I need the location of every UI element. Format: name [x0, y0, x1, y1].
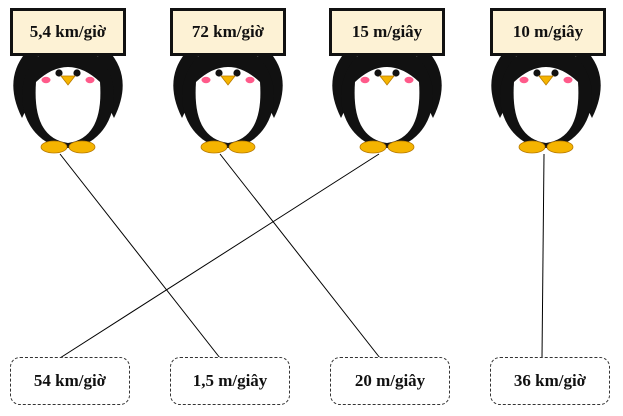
answer-2[interactable]: 1,5 m/giây: [170, 357, 290, 405]
match-line: [59, 153, 221, 359]
penguin-icon: [332, 44, 442, 154]
match-line: [59, 153, 380, 359]
sign-3: 15 m/giây: [329, 8, 445, 56]
answer-4[interactable]: 36 km/giờ: [490, 357, 610, 405]
match-lines: [59, 153, 545, 359]
penguin-icon: [13, 44, 123, 154]
sign-2: 72 km/giờ: [170, 8, 286, 56]
penguin-icon: [173, 44, 283, 154]
answer-1[interactable]: 54 km/giờ: [10, 357, 130, 405]
penguins: [13, 44, 601, 154]
match-line: [219, 153, 381, 359]
penguin-icon: [491, 44, 601, 154]
sign-1: 5,4 km/giờ: [10, 8, 126, 56]
sign-4: 10 m/giây: [490, 8, 606, 56]
match-line: [541, 153, 545, 359]
answer-3[interactable]: 20 m/giây: [330, 357, 450, 405]
